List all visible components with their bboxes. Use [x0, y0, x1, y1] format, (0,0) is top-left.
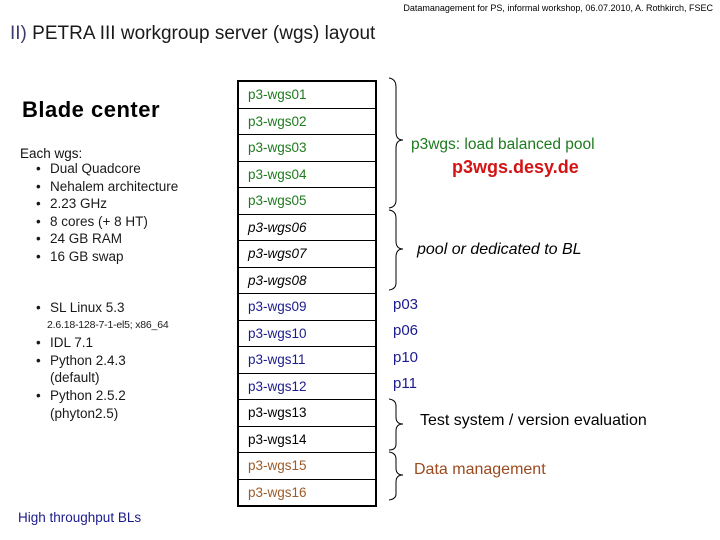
- beamline-label-p06: p06: [393, 322, 419, 340]
- high-throughput-note: High throughput BLs: [18, 510, 142, 525]
- server-label: p3-wgs13: [248, 405, 307, 421]
- pool-dns-label: p3wgs.desy.de: [452, 157, 579, 177]
- server-table: p3-wgs01 p3-wgs02 p3-wgs03 p3-wgs04 p3-w…: [237, 80, 377, 507]
- server-label: p3-wgs10: [248, 325, 307, 341]
- server-label: p3-wgs01: [248, 87, 307, 103]
- table-row: p3-wgs12: [239, 374, 375, 400]
- spec-item: 24 GB RAM: [36, 230, 178, 248]
- test-system-label: Test system / version evaluation: [420, 412, 647, 429]
- server-label: p3-wgs14: [248, 431, 307, 447]
- data-management-label: Data management: [414, 461, 546, 478]
- software-item: Python 2.5.2: [36, 387, 168, 405]
- spec-item: Dual Quadcore: [36, 160, 178, 178]
- server-label: p3-wgs04: [248, 166, 307, 182]
- beamline-labels: p03 p06 p10 p11: [393, 292, 418, 398]
- brace-pool-or-dedicated: [388, 209, 404, 291]
- page-title: II) PETRA III workgroup server (wgs) lay…: [10, 23, 375, 45]
- server-label: p3-wgs08: [248, 272, 307, 288]
- table-row: p3-wgs02: [239, 109, 375, 135]
- spec-item: 8 cores (+ 8 HT): [36, 213, 178, 231]
- server-label: p3-wgs07: [248, 246, 307, 262]
- table-row: p3-wgs03: [239, 135, 375, 162]
- software-item: SL Linux 5.3: [36, 299, 168, 317]
- spec-item: 2.23 GHz: [36, 195, 178, 213]
- title-prefix: II): [10, 23, 27, 44]
- table-row: p3-wgs09: [239, 294, 375, 321]
- software-item: IDL 7.1: [36, 334, 168, 352]
- table-row: p3-wgs13: [239, 400, 375, 427]
- server-label: p3-wgs11: [248, 352, 306, 368]
- specs-label: Each wgs:: [20, 146, 83, 161]
- server-label: p3-wgs15: [248, 458, 307, 474]
- title-text: PETRA III workgroup server (wgs) layout: [26, 23, 376, 44]
- software-item-kernel-version: 2.6.18-128-7-1-el5; x86_64: [47, 318, 169, 331]
- table-row: p3-wgs01: [239, 82, 375, 109]
- table-row: p3-wgs07: [239, 241, 375, 268]
- software-item-continuation: (default): [50, 370, 100, 386]
- server-label: p3-wgs09: [248, 299, 307, 315]
- blade-center-heading: Blade center: [22, 97, 161, 122]
- software-list: SL Linux 5.3 2.6.18-128-7-1-el5; x86_64 …: [36, 299, 169, 422]
- table-row: p3-wgs15: [239, 453, 375, 480]
- brace-test-system: [388, 398, 404, 451]
- specs-list: Dual Quadcore Nehalem architecture 2.23 …: [36, 160, 178, 266]
- beamline-label-p10: p10: [393, 348, 419, 366]
- table-row: p3-wgs14: [239, 427, 375, 453]
- bl-pool-label: pool or dedicated to BL: [417, 241, 582, 258]
- credit-line: Datamanagement for PS, informal workshop…: [403, 3, 713, 13]
- brace-data-management: [388, 451, 404, 501]
- table-row: p3-wgs10: [239, 321, 375, 347]
- software-item-continuation: (phyton2.5): [50, 405, 119, 421]
- pool-label: p3wgs: load balanced pool: [411, 136, 595, 153]
- server-label: p3-wgs12: [248, 378, 307, 394]
- spec-item: 16 GB swap: [36, 248, 178, 266]
- brace-load-balanced-pool: [388, 77, 404, 209]
- server-label: p3-wgs02: [248, 113, 307, 129]
- server-label: p3-wgs16: [248, 484, 307, 500]
- table-row: p3-wgs11: [239, 347, 375, 374]
- beamline-label-p11: p11: [393, 375, 417, 393]
- table-row: p3-wgs04: [239, 162, 375, 188]
- table-row: p3-wgs16: [239, 480, 375, 506]
- spec-item: Nehalem architecture: [36, 178, 178, 196]
- table-row: p3-wgs08: [239, 268, 375, 294]
- server-label: p3-wgs05: [248, 193, 307, 209]
- table-row: p3-wgs06: [239, 215, 375, 241]
- table-row: p3-wgs05: [239, 188, 375, 215]
- server-label: p3-wgs06: [248, 219, 307, 235]
- software-item: Python 2.4.3: [36, 352, 168, 370]
- server-label: p3-wgs03: [248, 140, 307, 156]
- beamline-label-p03: p03: [393, 296, 419, 313]
